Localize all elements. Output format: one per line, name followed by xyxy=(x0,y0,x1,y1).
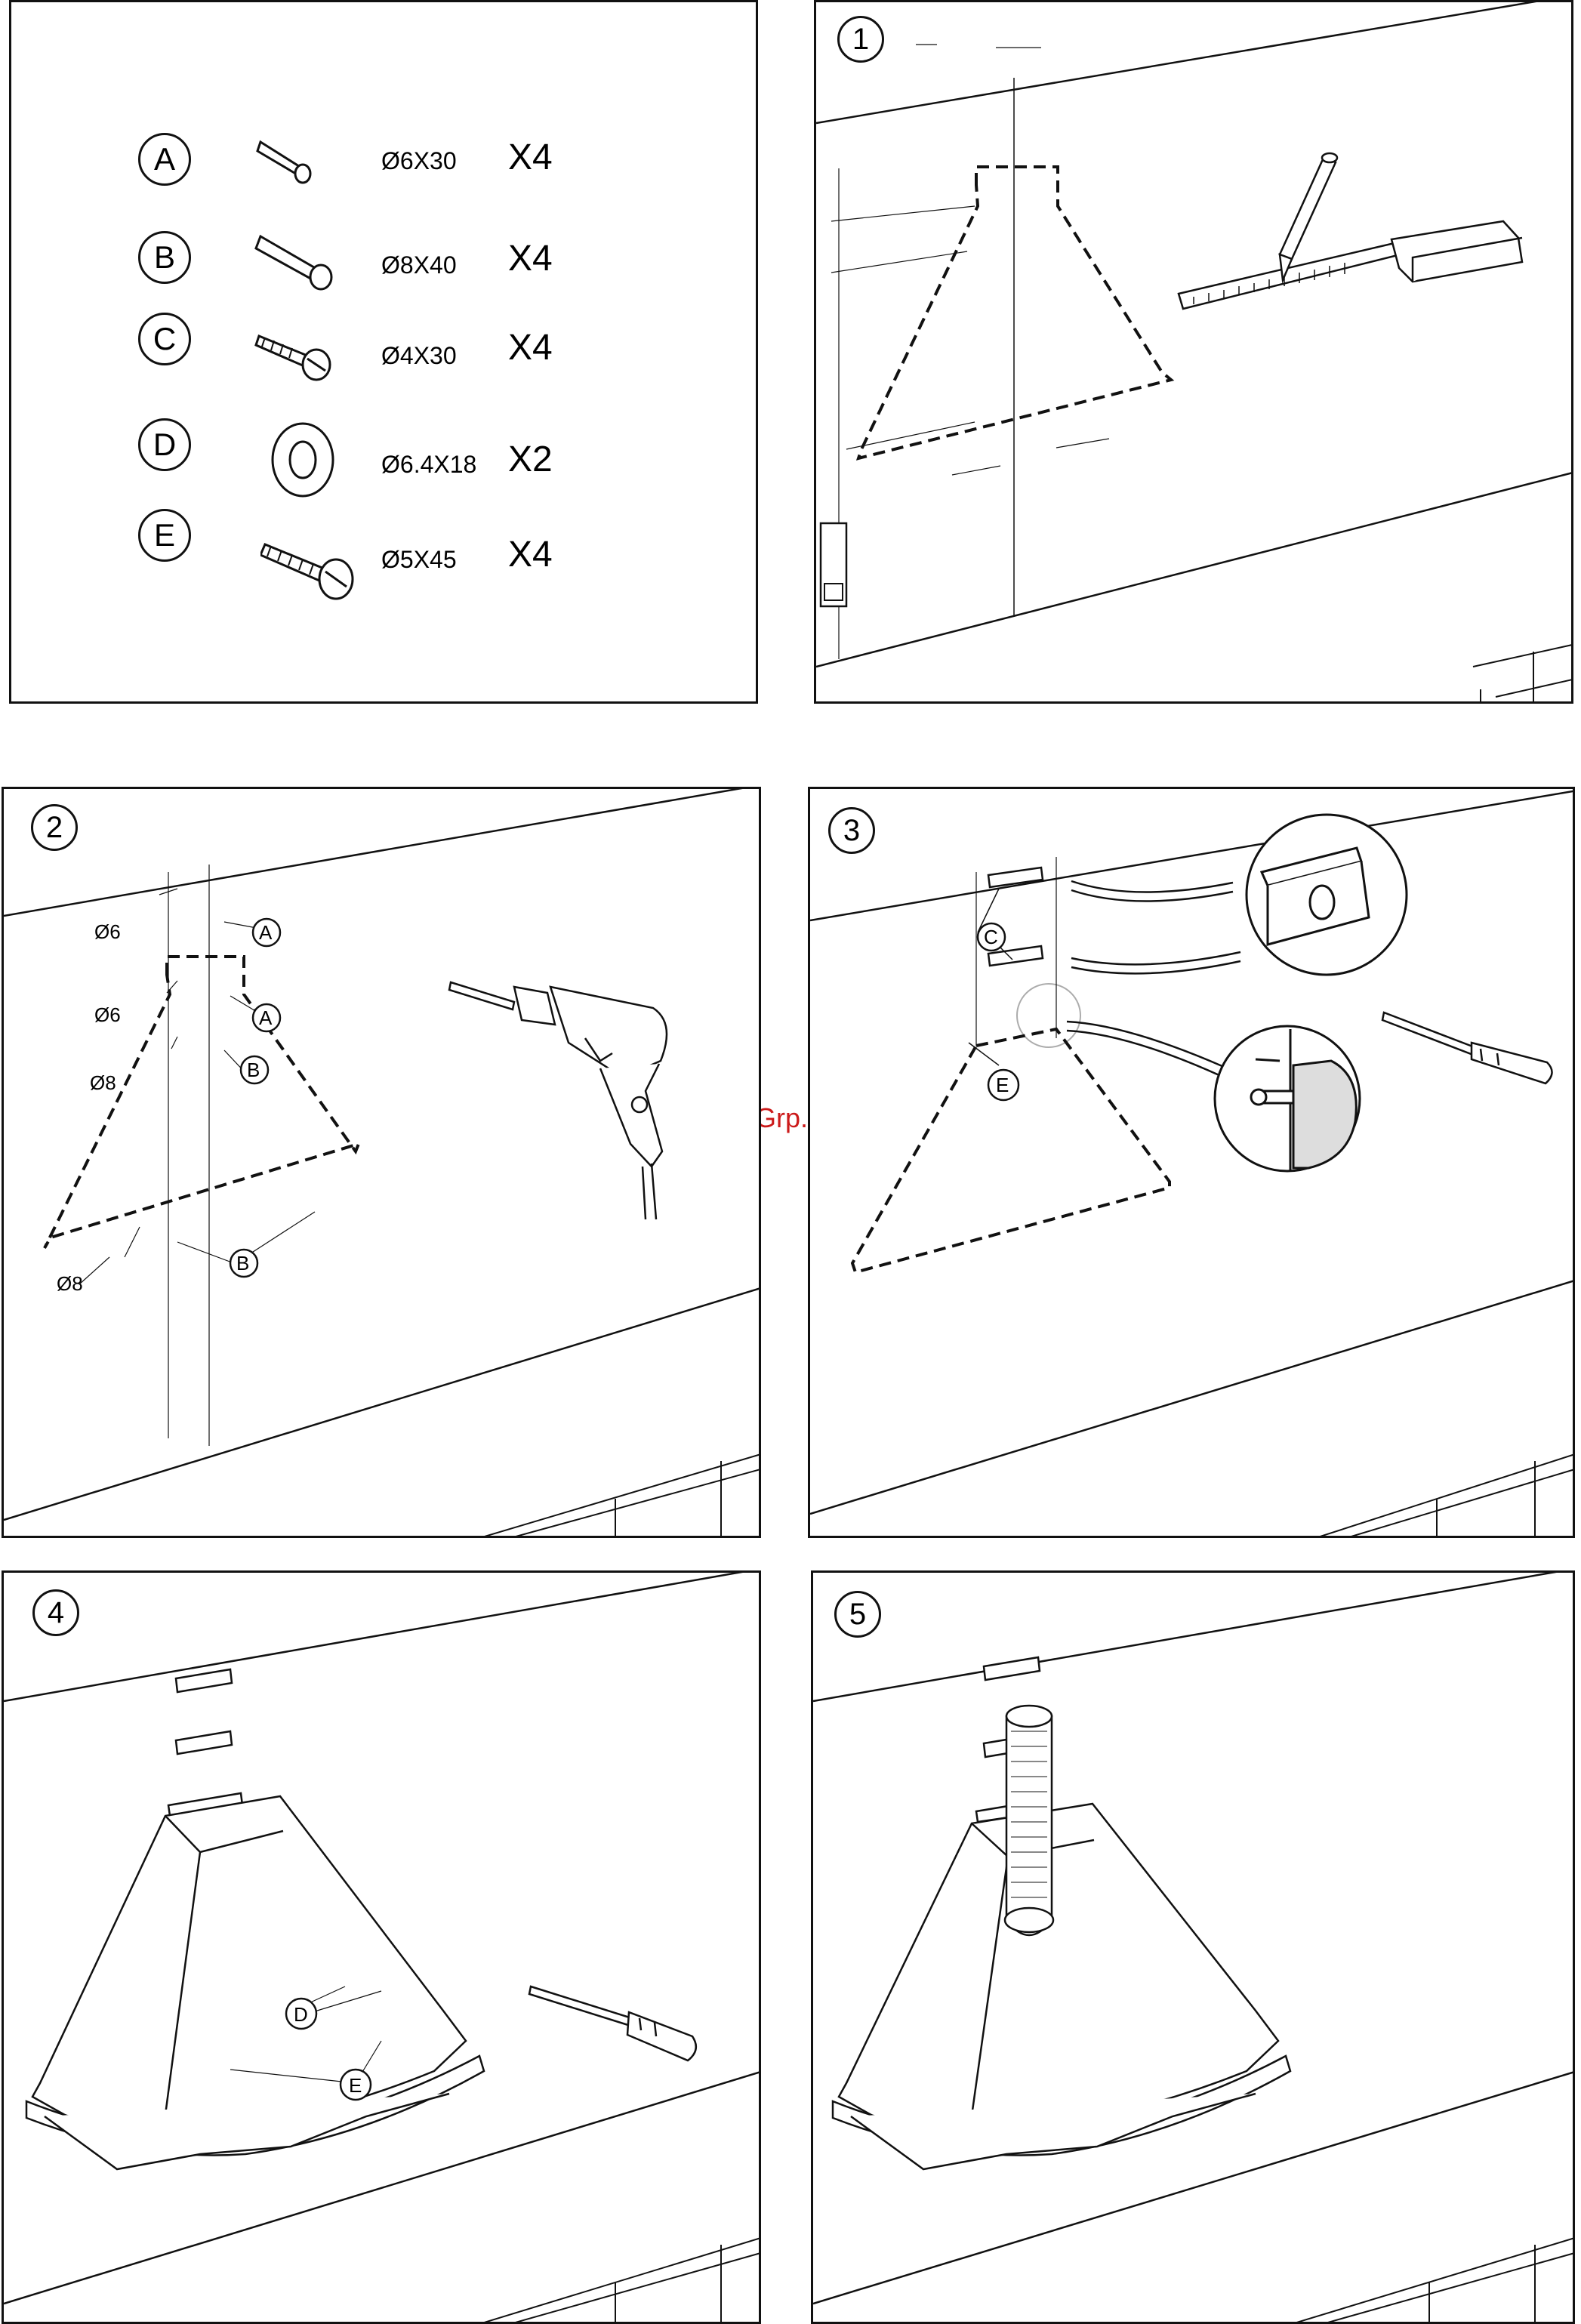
part-letter: A xyxy=(138,133,191,186)
part-row-c: C Ø4X30 X4 xyxy=(11,310,756,393)
part-quantity: X4 xyxy=(508,137,553,178)
callout-letter: C xyxy=(984,926,998,948)
cooker-hood-icon xyxy=(26,1796,484,2169)
drill-icon xyxy=(449,982,667,1219)
screw-large-icon xyxy=(260,534,366,617)
parts-list-panel: A Ø6X30 X4 B Ø8X40 X4 C xyxy=(9,0,758,704)
callout-letter: E xyxy=(996,1074,1009,1096)
screwdriver-icon xyxy=(529,1986,696,2060)
bracket-detail-zoom xyxy=(1247,815,1407,975)
step-2-illustration: Ø6 Ø6 Ø8 Ø8 A A B B xyxy=(4,789,761,1538)
step-1-panel: 1 xyxy=(814,0,1573,704)
callout-letter: B xyxy=(236,1252,249,1275)
callout-letter: E xyxy=(349,2074,362,2097)
callout-letter: D xyxy=(294,2003,308,2026)
screw-small-icon xyxy=(254,325,345,393)
callout-letter: A xyxy=(259,921,273,944)
part-letter: C xyxy=(138,313,191,365)
part-dimension: Ø6X30 xyxy=(381,147,457,175)
step-4-illustration: D E xyxy=(4,1573,761,2324)
screwdriver-icon xyxy=(1382,1013,1552,1083)
step-5-panel: 5 xyxy=(811,1570,1575,2324)
step-3-illustration: C E xyxy=(810,789,1575,1538)
step-1-illustration xyxy=(816,2,1573,704)
part-row-b: B Ø8X40 X4 xyxy=(11,229,756,312)
exhaust-duct-icon xyxy=(1005,1706,1053,1935)
part-quantity: X2 xyxy=(508,439,553,480)
part-row-a: A Ø6X30 X4 xyxy=(11,131,756,214)
step-4-panel: 4 D E xyxy=(2,1570,761,2324)
part-quantity: X4 xyxy=(508,534,553,575)
part-letter: E xyxy=(138,509,191,562)
part-row-e: E Ø5X45 X4 xyxy=(11,507,756,590)
part-dimension: Ø5X45 xyxy=(381,546,457,574)
part-dimension: Ø8X40 xyxy=(381,251,457,279)
part-letter: B xyxy=(138,231,191,284)
part-quantity: X4 xyxy=(508,238,553,279)
part-row-d: D Ø6.4X18 X2 xyxy=(11,416,756,499)
step-5-illustration xyxy=(813,1573,1575,2324)
callout-letter: B xyxy=(247,1059,260,1081)
callout-letter: A xyxy=(259,1006,273,1029)
wall-plug-large-icon xyxy=(254,229,345,297)
step-3-panel: 3 C xyxy=(808,787,1575,1538)
cooker-hood-icon xyxy=(833,1804,1290,2169)
part-quantity: X4 xyxy=(508,327,553,368)
dimension-label: Ø6 xyxy=(94,920,121,943)
washer-icon xyxy=(265,419,341,502)
part-dimension: Ø4X30 xyxy=(381,342,457,370)
dimension-label: Ø8 xyxy=(57,1272,83,1295)
dimension-label: Ø8 xyxy=(90,1071,116,1094)
tape-measure-icon xyxy=(1179,221,1522,309)
part-letter: D xyxy=(138,418,191,471)
step-2-panel: 2 Ø6 Ø6 Ø8 Ø8 xyxy=(2,787,761,1538)
wall-plug-small-icon xyxy=(254,134,322,187)
mounting-bracket-icon xyxy=(168,1669,242,1816)
screw-detail-zoom xyxy=(1215,1026,1360,1171)
part-dimension: Ø6.4X18 xyxy=(381,451,476,479)
dimension-label: Ø6 xyxy=(94,1003,121,1026)
